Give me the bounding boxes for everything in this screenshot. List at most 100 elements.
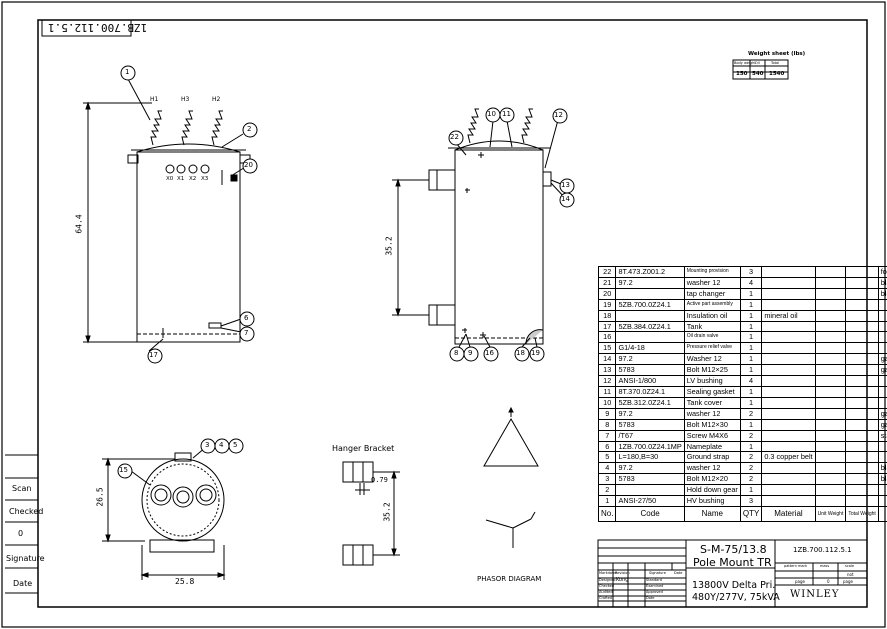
parts-remark: for arrester [877,266,887,278]
parts-material [761,418,816,431]
scale-value: not [847,572,854,577]
parts-name: HV bushing [683,495,741,507]
parts-code: 97.2 [615,407,685,420]
weight-total-value: 1540 [769,71,785,77]
parts-unit-weight [814,364,847,377]
parts-total-weight [845,462,879,475]
side-bracket-top [428,169,456,191]
weight-header-oil: Oil [755,61,760,65]
parts-qty: 2 [739,473,763,486]
parts-code: 1ZB.700.0Z24.1MP [615,440,685,453]
parts-code: 5ZB.700.0Z24.1 [615,298,685,311]
lv-label-x0: X0 [166,176,174,182]
parts-code: ANSI-27/50 [615,495,685,507]
company-name: WINLEY [790,589,840,600]
parts-qty: 1 [739,287,763,300]
parts-qty: 1 [739,385,763,398]
role-designed: Designed [599,578,616,582]
parts-qty: 1 [739,331,763,344]
parts-total-weight [845,429,879,442]
balloon-6: 6 [244,314,249,322]
parts-name: Bolt M12×20 [683,473,741,486]
label-page: page [795,579,805,584]
balloon-2: 2 [247,125,252,133]
role-standard: Standard [646,578,662,582]
parts-total-weight [845,473,879,486]
parts-name: Tank [683,320,741,333]
parts-name: Bolt M12×25 [683,364,741,377]
parts-no: 19 [597,298,617,311]
parts-code: 8T.370.0Z24.1 [615,385,685,398]
balloon-12: 12 [554,111,563,119]
balloon-9: 9 [468,349,473,357]
parts-total-weight [845,309,879,322]
parts-material: 0.3 copper belt [761,451,816,464]
parts-remark: black coated [877,473,887,486]
parts-unit-weight [814,342,847,355]
parts-no: 16 [597,331,617,344]
phasor-diagram-label: PHASOR DIAGRAM [477,575,542,583]
parts-no: 5 [597,451,617,464]
role-approved: Approved [646,590,663,594]
parts-total-weight [845,495,879,507]
parts-no: 2 [597,484,617,497]
parts-name: Oil drain valve [683,331,741,344]
parts-total-weight [845,440,879,453]
label-pattern-mark: pattern mark [784,564,807,568]
side-label-scan: Scan [12,484,32,493]
bushing-label-h2: H2 [212,96,221,103]
parts-material [761,462,816,475]
parts-unit-weight [814,484,847,497]
parts-unit-weight [814,473,847,486]
parts-name: Active part assembly [683,298,741,311]
parts-qty: 1 [739,353,763,366]
rev-header-revision: Revision [615,571,630,575]
parts-unit-weight [814,407,847,420]
parts-remark [877,298,887,311]
parts-qty: 2 [739,429,763,442]
parts-no: 15 [597,342,617,355]
parts-name: Washer 12 [683,353,741,366]
parts-unit-weight [814,385,847,398]
parts-material [761,320,816,333]
parts-no: 20 [597,287,617,300]
parts-no: 3 [597,473,617,486]
parts-unit-weight [814,451,847,464]
bushing-label-h1: H1 [150,96,159,103]
front-hv-bushings [150,110,223,146]
parts-name: Insulation oil [683,309,741,322]
parts-remark [877,385,887,398]
title-block-grid [597,539,868,608]
parts-total-weight [845,451,879,464]
parts-qty: 1 [739,342,763,355]
hanger-bracket-drawing [342,461,400,566]
side-label-zero: 0 [18,529,24,538]
parts-header-cell: Unit Weight [814,505,847,522]
parts-material [761,396,816,409]
parts-remark [877,331,887,344]
drawing-number-rotated: 1ZB.700.112.5.1 [48,21,148,34]
parts-unit-weight [814,462,847,475]
parts-material [761,298,816,311]
parts-total-weight [845,407,879,420]
parts-material [761,353,816,366]
weight-body-value: 150 [736,71,748,77]
lv-label-x1: X1 [177,176,185,182]
parts-total-weight [845,276,879,289]
parts-material [761,407,816,420]
page-of: 0 [827,579,830,584]
parts-remark: galvenized [877,364,887,377]
parts-no: 7 [597,429,617,442]
parts-qty: 1 [739,298,763,311]
parts-code: 8T.473.Z001.2 [615,266,685,278]
weight-sheet-grid [732,59,789,80]
